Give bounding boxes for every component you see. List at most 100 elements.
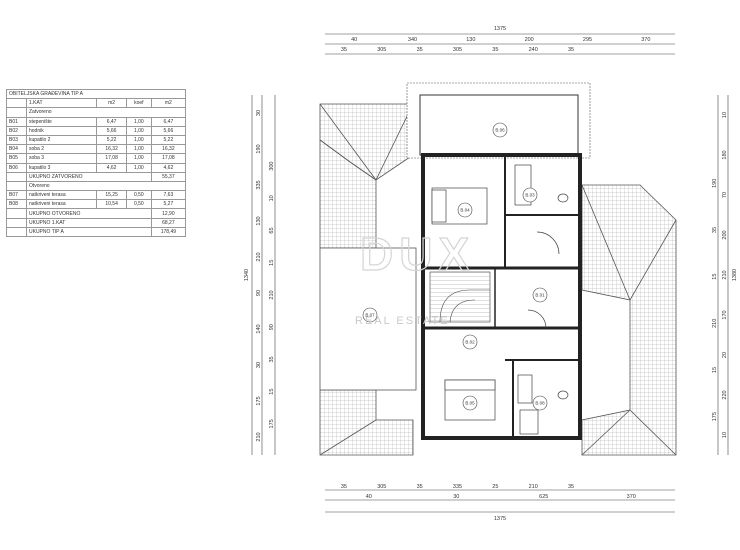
dim-top-row2: 35 xyxy=(568,47,574,53)
dim-left-outer: 90 xyxy=(256,290,262,296)
dim-left-outer: 30 xyxy=(256,362,262,368)
area-schedule-table: OBITELJSKA GRAĐEVINA TIP A 1.KAT m2 koef… xyxy=(6,88,187,238)
room-tag-circle xyxy=(462,334,478,350)
dim-left-inner: 300 xyxy=(269,162,275,171)
cell-m2b: 5,27 xyxy=(150,199,187,210)
dim-left-outer: 130 xyxy=(256,216,262,225)
dim-left-inner: 15 xyxy=(269,389,275,395)
dim-left-total: 1340 xyxy=(244,269,250,281)
dim-bottom-row1: 25 xyxy=(492,484,498,490)
dim-left-outer: 175 xyxy=(256,396,262,405)
dim-bottom-row1: 35 xyxy=(341,484,347,490)
dim-top-row2: 240 xyxy=(529,47,538,53)
cell-name: natkriveni terasa xyxy=(25,190,98,201)
cell-m2b: 5,22 xyxy=(150,134,187,146)
dim-left-outer: 140 xyxy=(256,324,262,333)
room-tag-circle xyxy=(532,395,548,411)
dim-right-inner: 175 xyxy=(712,412,718,421)
room-tag-label: B.08 xyxy=(535,401,545,406)
dim-bottom-row1: 335 xyxy=(453,484,462,490)
dim-bottom-row2: 370 xyxy=(627,494,636,500)
dim-bottom-row2: 625 xyxy=(539,494,548,500)
dim-top-row1: 40 xyxy=(351,37,357,43)
dim-right-inner: 190 xyxy=(712,179,718,188)
dim-right-outer: 220 xyxy=(722,390,728,399)
cell-name: natkriveni terasa xyxy=(25,199,98,210)
cell-m2b: 16,32 xyxy=(150,144,187,155)
dim-bottom-row1: 35 xyxy=(417,484,423,490)
total-closed-value: 55,37 xyxy=(150,171,187,182)
dim-right-inner: 210 xyxy=(712,319,718,328)
dim-right-outer: 10 xyxy=(722,112,728,118)
room-tag-circle xyxy=(532,287,548,303)
watermark-subtitle: REAL ESTATE xyxy=(355,315,450,327)
dim-right-outer: 20 xyxy=(722,352,728,358)
dim-bottom-total: 1375 xyxy=(494,516,506,522)
dim-bottom-row1: 35 xyxy=(568,484,574,490)
dim-right-outer: 170 xyxy=(722,310,728,319)
dim-right-outer: 180 xyxy=(722,150,728,159)
dim-bottom-row2: 40 xyxy=(366,494,372,500)
dim-bottom-row2: 30 xyxy=(453,494,459,500)
dim-left-inner: 10 xyxy=(269,195,275,201)
room-tag-label: B.03 xyxy=(525,193,535,198)
room-tag-label: B.06 xyxy=(495,128,505,133)
room-tag-circle xyxy=(362,307,378,323)
total-floor-value: 68,27 xyxy=(150,217,187,228)
schedule-section-open: Otvoreno xyxy=(26,180,186,192)
room-tag-label: B.04 xyxy=(460,208,470,213)
dim-top-row2: 35 xyxy=(492,47,498,53)
cell-name: soba 2 xyxy=(25,144,98,155)
cell-name: hodnik xyxy=(25,125,98,136)
watermark-logo: DUX xyxy=(360,228,475,280)
dim-left-inner: 35 xyxy=(269,356,275,362)
cell-name: kupatilo 3 xyxy=(25,162,98,173)
dim-right-inner: 15 xyxy=(712,274,718,280)
cell-m2b: 4,62 xyxy=(150,162,187,173)
dim-left-outer: 210 xyxy=(256,252,262,261)
dim-top-row2: 305 xyxy=(453,47,462,53)
dim-left-outer: 210 xyxy=(256,432,262,441)
dim-top-row1: 340 xyxy=(408,37,417,43)
dim-top-row1: 200 xyxy=(525,37,534,43)
room-tag-label: B.01 xyxy=(535,293,545,298)
cell-m2b: 7,63 xyxy=(150,190,187,201)
cell-m2b: 17,08 xyxy=(150,153,187,164)
dim-right-outer: 70 xyxy=(722,192,728,198)
dim-top-row1: 370 xyxy=(641,37,650,43)
room-tag-label: B.05 xyxy=(465,401,475,406)
dim-left-inner: 65 xyxy=(269,227,275,233)
dim-bottom-row1: 210 xyxy=(529,484,538,490)
dim-top-row2: 35 xyxy=(417,47,423,53)
cell-m2b: 5,66 xyxy=(150,125,187,136)
dim-left-inner: 175 xyxy=(269,419,275,428)
dim-left-outer: 335 xyxy=(256,180,262,189)
cell-name: soba 3 xyxy=(25,153,98,164)
building-walls xyxy=(421,153,582,440)
dim-right-inner: 15 xyxy=(712,367,718,373)
room-tag-circle xyxy=(522,187,538,203)
dim-right-outer: 210 xyxy=(722,270,728,279)
dim-top-row2: 35 xyxy=(341,47,347,53)
dim-top-total: 1375 xyxy=(494,26,506,32)
staircase xyxy=(429,271,491,323)
room-tag-label: B.07 xyxy=(365,313,375,318)
total-type-value: 178,49 xyxy=(150,226,187,238)
room-tag-circle xyxy=(457,202,473,218)
room-tag-circle xyxy=(492,122,508,138)
dim-left-inner: 210 xyxy=(269,290,275,299)
total-open-value: 12,90 xyxy=(150,208,187,219)
dim-left-inner: 15 xyxy=(269,260,275,266)
dim-top-row2: 305 xyxy=(377,47,386,53)
cell-name: kupatilo 2 xyxy=(25,134,98,146)
